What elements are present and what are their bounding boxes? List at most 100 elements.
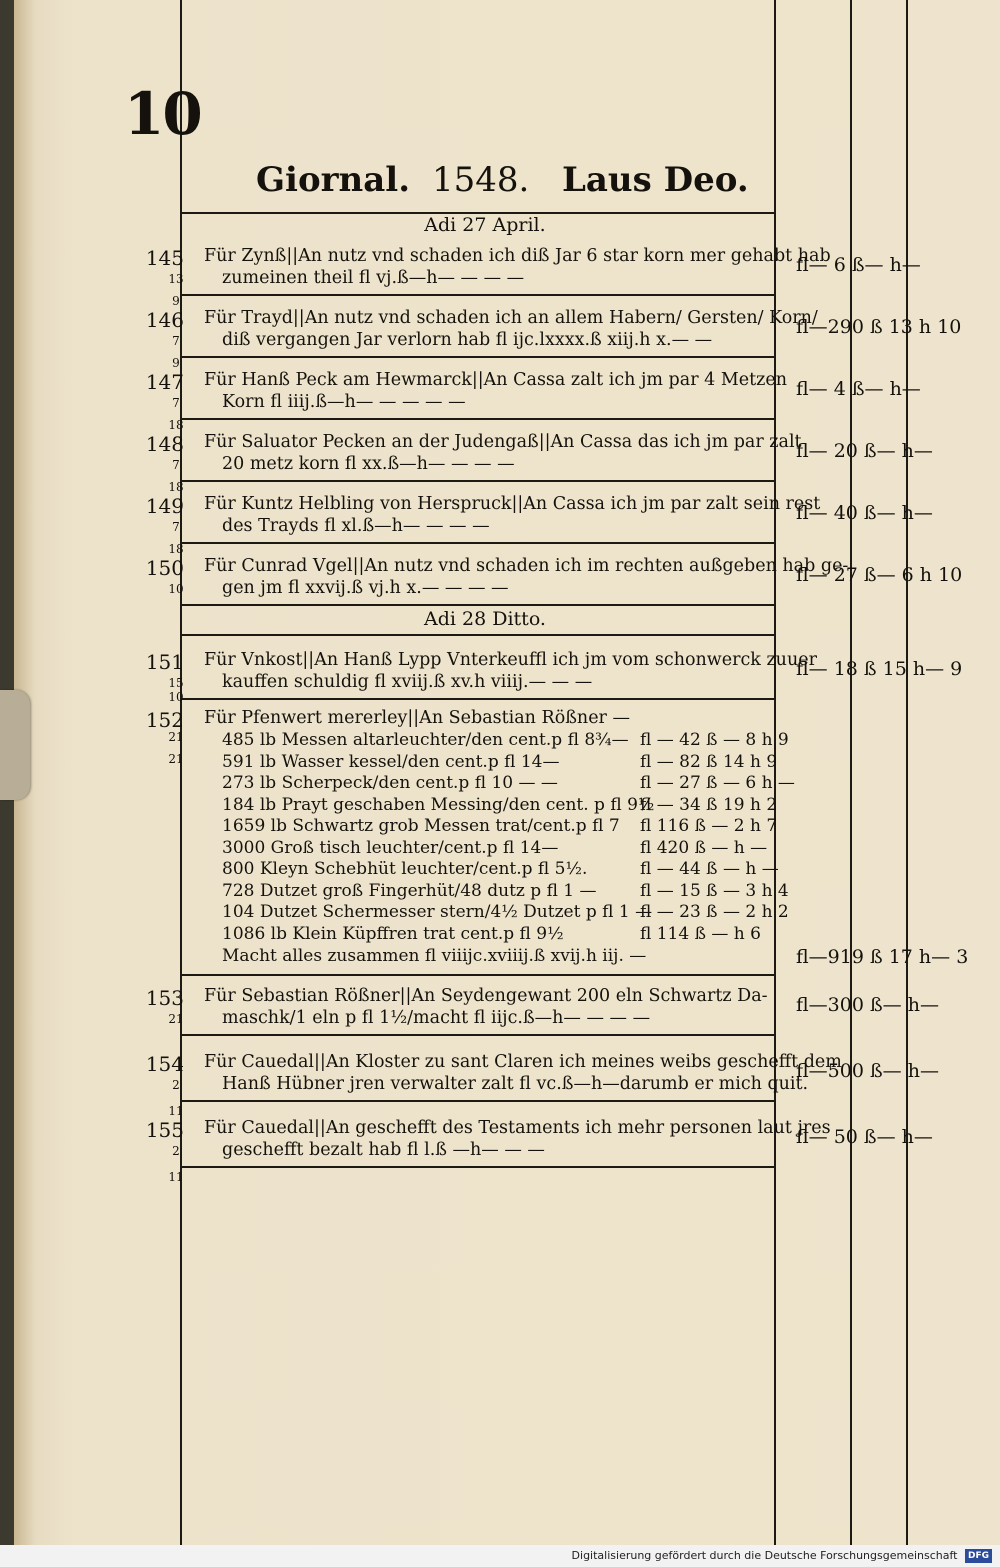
item-description: 728 Dutzet groß Fingerhüt/48 dutz p fl 1… (222, 880, 597, 901)
rule (180, 974, 774, 976)
rule (180, 294, 774, 296)
rule (180, 212, 774, 214)
entry-amount: fl— 4 ß— h— (796, 378, 921, 400)
entry-text-line: Für Kuntz Helbling von Herspruck||An Cas… (204, 494, 821, 514)
entry-number: 153 (145, 986, 184, 1010)
item-description: 184 lb Prayt geschaben Messing/den cent.… (222, 794, 655, 815)
entry-ref: 7 (172, 396, 180, 410)
entry-text-line: Für Trayd||An nutz vnd schaden ich an al… (204, 308, 818, 328)
rule (180, 1100, 774, 1102)
dfg-logo-icon: DFG (964, 1549, 992, 1563)
entry-amount: fl— 50 ß— h— (796, 1126, 933, 1148)
item-amount: fl — 42 ß — 8 h 9 (640, 730, 789, 750)
rule (180, 1034, 774, 1036)
rule (180, 634, 774, 636)
entry-text-line: Für Saluator Pecken an der Judengaß||An … (204, 432, 802, 452)
entry-ref: 9 (172, 294, 180, 308)
entry-amount: fl— 18 ß 15 h— 9 (796, 658, 963, 680)
item-description: 800 Kleyn Schebhüt leuchter/cent.p fl 5½… (222, 859, 588, 879)
entry-number: 149 (145, 494, 184, 518)
item-amount: fl 114 ß — h 6 (640, 923, 761, 944)
entry-amount: fl— 6 ß— h— (796, 254, 921, 276)
entry-ref: 11 (168, 1170, 184, 1184)
entry-ref: 18 (168, 480, 184, 494)
footer: Digitalisierung gefördert durch die Deut… (0, 1545, 1000, 1567)
entry-text-line: Für Hanß Peck am Hewmarck||An Cassa zalt… (204, 370, 787, 390)
entry-ref: 7 (172, 520, 180, 534)
rule (180, 356, 774, 358)
item-description: 1659 lb Schwartz grob Messen trat/cent.p… (222, 816, 620, 836)
rule (180, 1166, 774, 1168)
entry-number: 146 (145, 308, 184, 332)
item-amount: fl — 82 ß 14 h 9 (640, 751, 778, 772)
entry-ref: 7 (172, 458, 180, 472)
journal-motto: Laus Deo. (562, 160, 749, 200)
entry-text-line: geschefft bezalt hab fl l.ß —h— — — (222, 1140, 545, 1160)
item-description: 485 lb Messen altarleuchter/den cent.p f… (222, 730, 629, 750)
entry-ref: 13 (168, 272, 184, 286)
entry-ref: 21 (168, 1012, 184, 1026)
entry-amount: fl—919 ß 17 h— 3 (796, 946, 969, 968)
entry-text-line: Für Cauedal||An geschefft des Testaments… (204, 1118, 831, 1138)
item-amount: fl 420 ß — h — (640, 837, 768, 858)
page-tab (0, 690, 30, 800)
journal-title: Giornal. (256, 160, 411, 200)
entry-number: 151 (145, 650, 184, 674)
entry-text-line: gen jm fl xxvij.ß vj.h x.— — — — (222, 578, 509, 598)
date-heading: Adi 27 April. (424, 214, 546, 236)
entry-text-line: Für Vnkost||An Hanß Lypp Vnterkeuffl ich… (204, 650, 817, 670)
entry-ref: 10 (168, 582, 184, 596)
journal-year: 1548. (432, 160, 530, 200)
entry-ref: 18 (168, 542, 184, 556)
footer-text: Digitalisierung gefördert durch die Deut… (571, 1549, 958, 1562)
entry-text-line: Für Zynß||An nutz vnd schaden ich diß Ja… (204, 246, 831, 266)
folio-number: 10 (124, 80, 203, 148)
entry-ref: 10 (168, 690, 184, 704)
entry-text-line: Für Cauedal||An Kloster zu sant Claren i… (204, 1052, 842, 1072)
item-description: 1086 lb Klein Küpffren trat cent.p fl 9½ (222, 923, 564, 944)
entry-amount: fl— 40 ß— h— (796, 502, 933, 524)
entry-number: 145 (145, 246, 184, 270)
entry-amount: fl—290 ß 13 h 10 (796, 316, 962, 338)
entry-text-line: zumeinen theil fl vj.ß—h— — — — (222, 268, 525, 288)
entry-number: 155 (145, 1118, 184, 1142)
entry-text-line: Korn fl iiij.ß—h— — — — — (222, 392, 466, 412)
entry-ref: 2 (172, 1078, 180, 1092)
item-description: 273 lb Scherpeck/den cent.p fl 10 — — (222, 773, 558, 793)
entry-text-line: kauffen schuldig fl xviij.ß xv.h viiij.—… (222, 672, 593, 692)
rule (180, 480, 774, 482)
entry-ref: 21 (168, 730, 184, 744)
entry-text-line: maschk/1 eln p fl 1½/macht fl iijc.ß—h— … (222, 1008, 651, 1028)
item-amount: fl — 27 ß — 6 h — (640, 773, 795, 793)
entry-ref: 2 (172, 1144, 180, 1158)
entry-text-line: des Trayds fl xl.ß—h— — — — (222, 516, 490, 536)
item-description: 591 lb Wasser kessel/den cent.p fl 14— (222, 751, 560, 772)
entry-number: 148 (145, 432, 184, 456)
entry-number: 147 (145, 370, 184, 394)
rule (180, 542, 774, 544)
entry-ref: 21 (168, 752, 184, 766)
item-amount: fl — 23 ß — 2 h 2 (640, 902, 789, 922)
entry-ref: 11 (168, 1104, 184, 1118)
entry-ref: 15 (168, 676, 184, 690)
margin-rule (180, 0, 182, 1545)
entry-amount: fl—500 ß— h— (796, 1060, 939, 1082)
rule (180, 418, 774, 420)
entry-ref: 18 (168, 418, 184, 432)
entry-number: 154 (145, 1052, 184, 1076)
rule (180, 698, 774, 700)
entry-text-line: Für Sebastian Rößner||An Seydengewant 20… (204, 986, 768, 1006)
entry-amount: fl— 27 ß— 6 h 10 (796, 564, 963, 586)
entry-text-line: diß vergangen Jar verlorn hab fl ijc.lxx… (222, 330, 713, 350)
item-amount: fl — 34 ß 19 h 2 (640, 794, 778, 815)
item-amount: fl — 44 ß — h — (640, 859, 779, 879)
rule (180, 604, 774, 606)
item-amount: fl — 15 ß — 3 h 4 (640, 880, 789, 901)
entry-total: Macht alles zusammen fl viiijc.xviiij.ß … (222, 946, 647, 966)
entry-amount: fl— 20 ß— h— (796, 440, 933, 462)
entry-number: 150 (145, 556, 184, 580)
entry-header: Für Pfenwert mererley||An Sebastian Rößn… (204, 708, 630, 728)
item-description: 104 Dutzet Schermesser stern/4½ Dutzet p… (222, 902, 653, 922)
entry-amount: fl—300 ß— h— (796, 994, 939, 1016)
